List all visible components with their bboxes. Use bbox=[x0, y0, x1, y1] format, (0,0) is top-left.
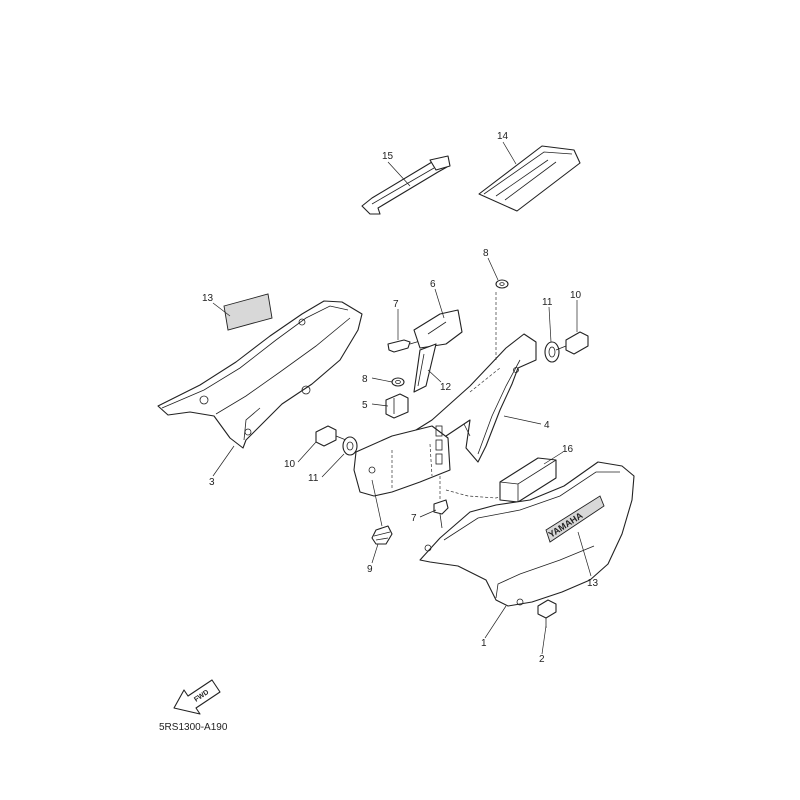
part-1-right-side-cover bbox=[419, 461, 635, 607]
assembly-line-b bbox=[445, 489, 521, 499]
callout-8-lower: 8 bbox=[362, 374, 368, 385]
callout-9: 9 bbox=[367, 564, 373, 575]
part-8-nut-lower bbox=[391, 377, 405, 387]
callout-13-right: 13 bbox=[587, 578, 599, 589]
callout-11-right: 11 bbox=[542, 297, 553, 308]
callout-6: 6 bbox=[430, 279, 436, 290]
callout-10-left: 10 bbox=[284, 459, 296, 470]
callout-12: 12 bbox=[440, 382, 452, 393]
callout-15: 15 bbox=[382, 151, 394, 162]
part-15-strap bbox=[361, 155, 451, 215]
part-16-foam-block bbox=[499, 457, 557, 503]
callout-numbers: 15 14 13 3 7 6 8 11 10 8 5 12 4 10 11 7 … bbox=[202, 131, 599, 665]
part-9-damper bbox=[371, 479, 393, 545]
callout-7-upper: 7 bbox=[393, 299, 399, 310]
callout-8-upper: 8 bbox=[483, 248, 489, 259]
part-2-screw bbox=[537, 599, 557, 628]
part-3-left-side-cover bbox=[157, 300, 363, 449]
callout-7-lower: 7 bbox=[411, 513, 417, 524]
callout-4: 4 bbox=[544, 420, 550, 431]
callout-3: 3 bbox=[209, 477, 215, 488]
part-11-grommet-left bbox=[342, 436, 358, 456]
leader-lines bbox=[212, 141, 592, 655]
callout-1: 1 bbox=[481, 638, 487, 649]
callout-2: 2 bbox=[539, 654, 545, 665]
callout-14: 14 bbox=[497, 131, 509, 142]
callout-10-right: 10 bbox=[570, 290, 582, 301]
callout-5: 5 bbox=[362, 400, 368, 411]
part-6-bracket bbox=[413, 309, 463, 349]
part-11-grommet-right bbox=[544, 341, 560, 363]
part-12-band bbox=[413, 343, 437, 393]
part-5-clip bbox=[385, 393, 409, 419]
part-10-bolt-right bbox=[555, 331, 589, 355]
part-7-pin-lower bbox=[433, 499, 449, 529]
part-13-decal-left bbox=[223, 293, 273, 331]
part-10-bolt-left bbox=[315, 425, 347, 447]
center-plate bbox=[353, 425, 451, 497]
callout-11-left: 11 bbox=[308, 473, 319, 484]
diagram-code: 5RS1300-A190 bbox=[159, 722, 228, 733]
part-7-pin-upper bbox=[387, 339, 421, 353]
part-14-tool-bag bbox=[478, 145, 581, 212]
callout-13-left: 13 bbox=[202, 293, 214, 304]
fwd-arrow-icon: FWD bbox=[173, 679, 221, 715]
callout-16: 16 bbox=[562, 444, 574, 455]
part-8-nut-upper bbox=[495, 279, 509, 289]
